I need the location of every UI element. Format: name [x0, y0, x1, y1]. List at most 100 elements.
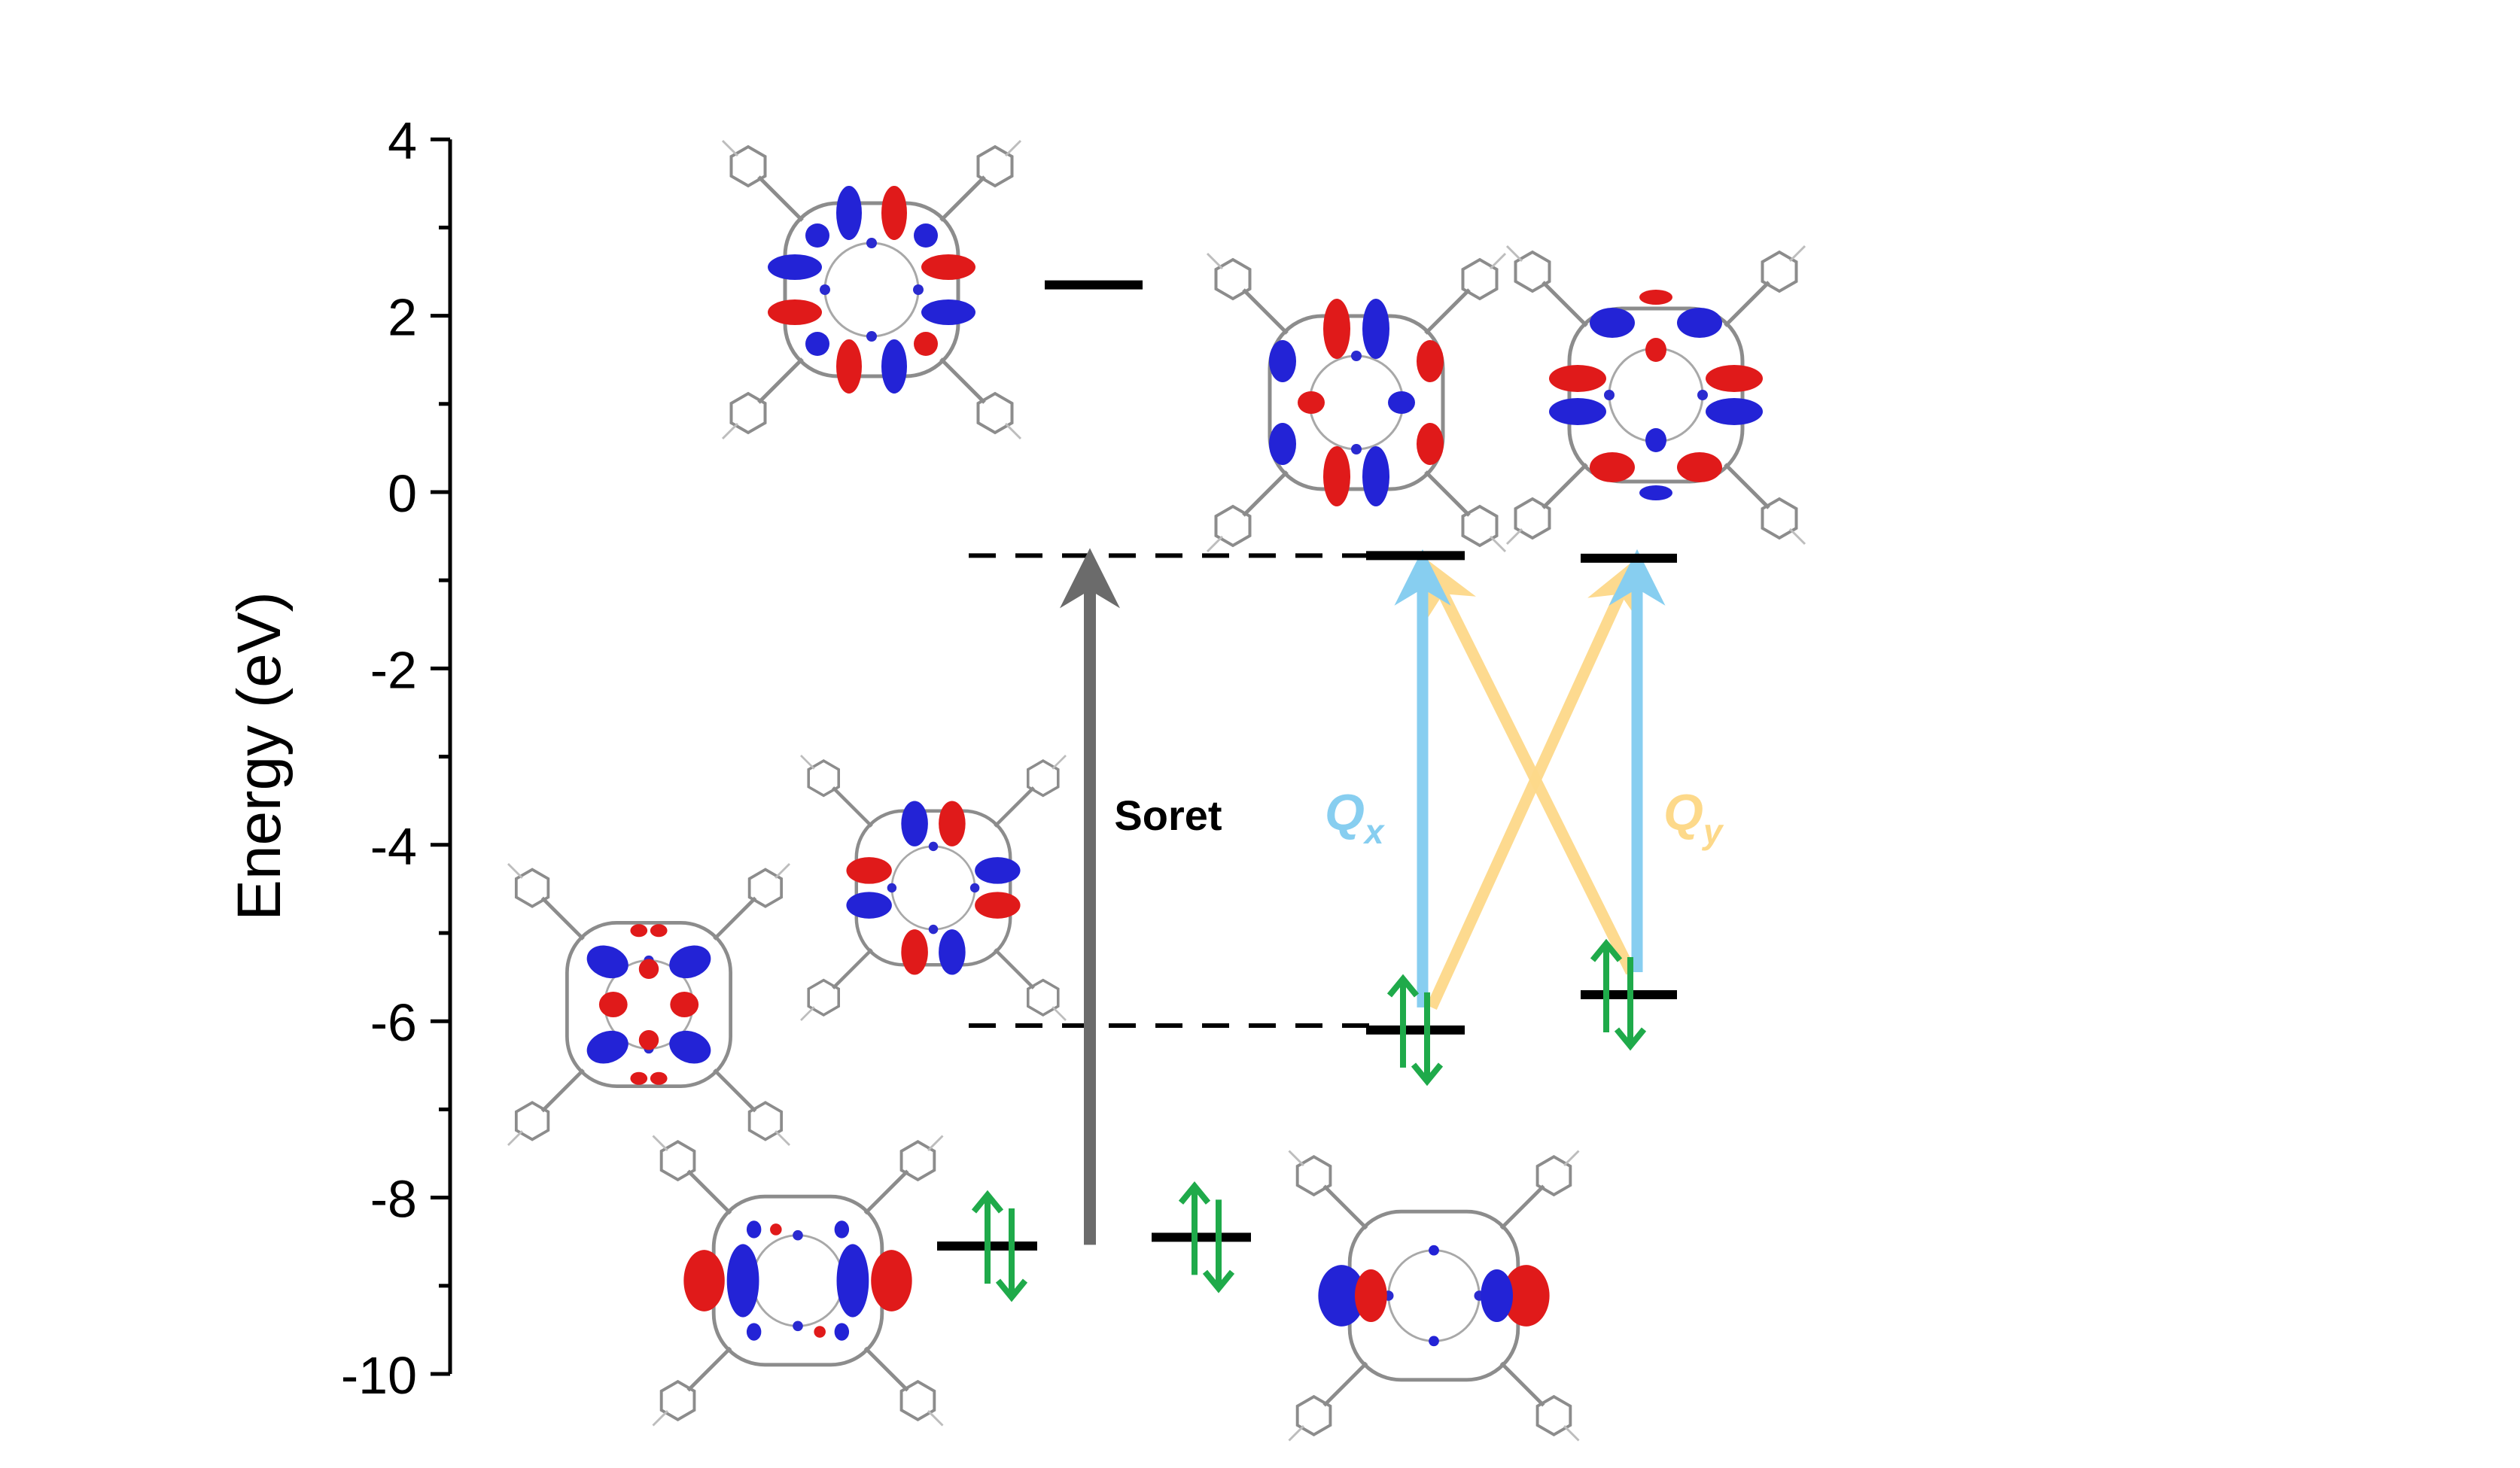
orbital-lobe [1502, 1265, 1550, 1327]
orbital-lobe [939, 801, 966, 846]
y-tick-label: -6 [370, 993, 417, 1052]
macrocycle-ring [854, 809, 1012, 967]
qy-cross-arrow [1425, 558, 1636, 975]
hydrogen-bond [1788, 245, 1806, 263]
inner-core [1387, 1249, 1481, 1342]
phenyl-bond [1242, 288, 1289, 335]
orbital-lobe [975, 892, 1021, 919]
orbital-images [507, 139, 1806, 1442]
orbital-lobe [1590, 452, 1635, 482]
phenyl-ring [1026, 978, 1060, 1017]
hydrogen-bond [1563, 1150, 1580, 1166]
orbital-lobe [1639, 485, 1672, 500]
phenyl-bond [994, 948, 1035, 989]
phenyl-bond [686, 1169, 732, 1215]
orbital-lobe [1429, 1245, 1439, 1256]
qx-subscript: x [1362, 812, 1386, 851]
orbital-lobe [814, 1326, 826, 1338]
nitrogen-atom [913, 284, 924, 295]
orbital-lobe [836, 339, 862, 394]
orbital-lobe [1417, 340, 1444, 382]
orbital-lobe [670, 992, 699, 1017]
phenyl-ring [1535, 1394, 1572, 1436]
hydrogen-bond [800, 1006, 815, 1021]
orbital-lobe [805, 332, 829, 356]
y-tick-label: -8 [370, 1170, 417, 1229]
nitrogen-atom [928, 841, 939, 852]
phenyl-ring [1535, 1155, 1572, 1197]
hydrogen-bond [1052, 755, 1067, 770]
spin-up-head [971, 1190, 1004, 1214]
phenyl-bond [757, 175, 804, 222]
hydrogen-bond [927, 1410, 944, 1427]
phenyl-ring [514, 868, 550, 908]
phenyl-ring [976, 391, 1014, 435]
phenyl-bond [1424, 470, 1471, 517]
orbital-lumo-y [1505, 245, 1806, 546]
soret-label: Soret [1114, 792, 1222, 839]
spin-down-head [995, 1278, 1028, 1302]
orbital-deep-left [652, 1135, 944, 1427]
phenyl-ring [747, 868, 784, 908]
spin-up-head [1386, 974, 1420, 998]
nitrogen-atom [887, 883, 897, 893]
phenyl-bond [1724, 463, 1770, 509]
phenyl-ring [729, 391, 767, 435]
orbital-lobe [921, 254, 975, 280]
orbital-homo-minus [507, 862, 791, 1147]
phenyl-bond [713, 896, 757, 941]
phenyl-bond [1542, 463, 1588, 509]
orbital-lobe [975, 857, 1021, 884]
phenyl-ring [1514, 250, 1551, 293]
orbital-lobe [1706, 398, 1763, 425]
nitrogen-atom [866, 238, 877, 248]
hydrogen-bond [721, 422, 739, 440]
orbital-lobe [901, 929, 928, 975]
y-tick-label: 0 [388, 464, 417, 523]
orbital-lobe [921, 299, 975, 325]
qx-label: Qx [1325, 784, 1386, 851]
orbital-lobe [586, 945, 628, 979]
orbital-lobe [881, 339, 907, 394]
orbital-lobe [914, 223, 938, 248]
y-tick-label: 2 [388, 288, 417, 347]
energy-levels [937, 280, 1677, 1251]
phenyl-ring [659, 1379, 696, 1421]
phenyl-bond [1242, 470, 1289, 517]
y-tick-label: 4 [388, 111, 417, 170]
orbital-lobe [1429, 1336, 1439, 1347]
orbital-lobe [1269, 340, 1296, 382]
phenyl-bond [863, 1346, 909, 1392]
orbital-lobe [1645, 428, 1666, 452]
hydrogen-bond [1788, 527, 1806, 546]
phenyl-bond [713, 1068, 757, 1113]
orbital-lobe [1590, 308, 1635, 338]
orbital-lobe [1639, 290, 1672, 305]
spin-pair [1386, 974, 1444, 1087]
phenyl-bond [1322, 1361, 1368, 1407]
reference-lines [969, 553, 1377, 1029]
phenyl-bond [832, 948, 873, 989]
spin-up-head [1178, 1181, 1211, 1205]
orbital-lobe [1549, 365, 1606, 392]
transition-labels: Soret Qx Qy [1114, 784, 1724, 851]
orbital-lobe [630, 924, 648, 938]
orbital-lobe [746, 1323, 762, 1341]
orbital-lobe [836, 186, 862, 240]
phenyl-ring [1461, 504, 1499, 548]
qy-label: Qy [1663, 784, 1724, 851]
phenyl-ring [1295, 1155, 1332, 1197]
phenyl-ring [899, 1379, 936, 1421]
hydrogen-bond [1288, 1150, 1304, 1166]
phenyl-bond [757, 357, 804, 404]
nitrogen-atom [1351, 444, 1362, 454]
phenyl-ring [899, 1140, 936, 1182]
orbital-lobe [914, 332, 938, 356]
macrocycle-ring [1567, 306, 1745, 484]
hydrogen-bond [1505, 527, 1523, 546]
phenyl-ring [1295, 1394, 1332, 1436]
hydrogen-bond [1052, 1006, 1067, 1021]
qx-letter: Q [1325, 784, 1365, 841]
orbital-lobe [1298, 391, 1325, 414]
orbital-lobe [871, 1250, 912, 1311]
